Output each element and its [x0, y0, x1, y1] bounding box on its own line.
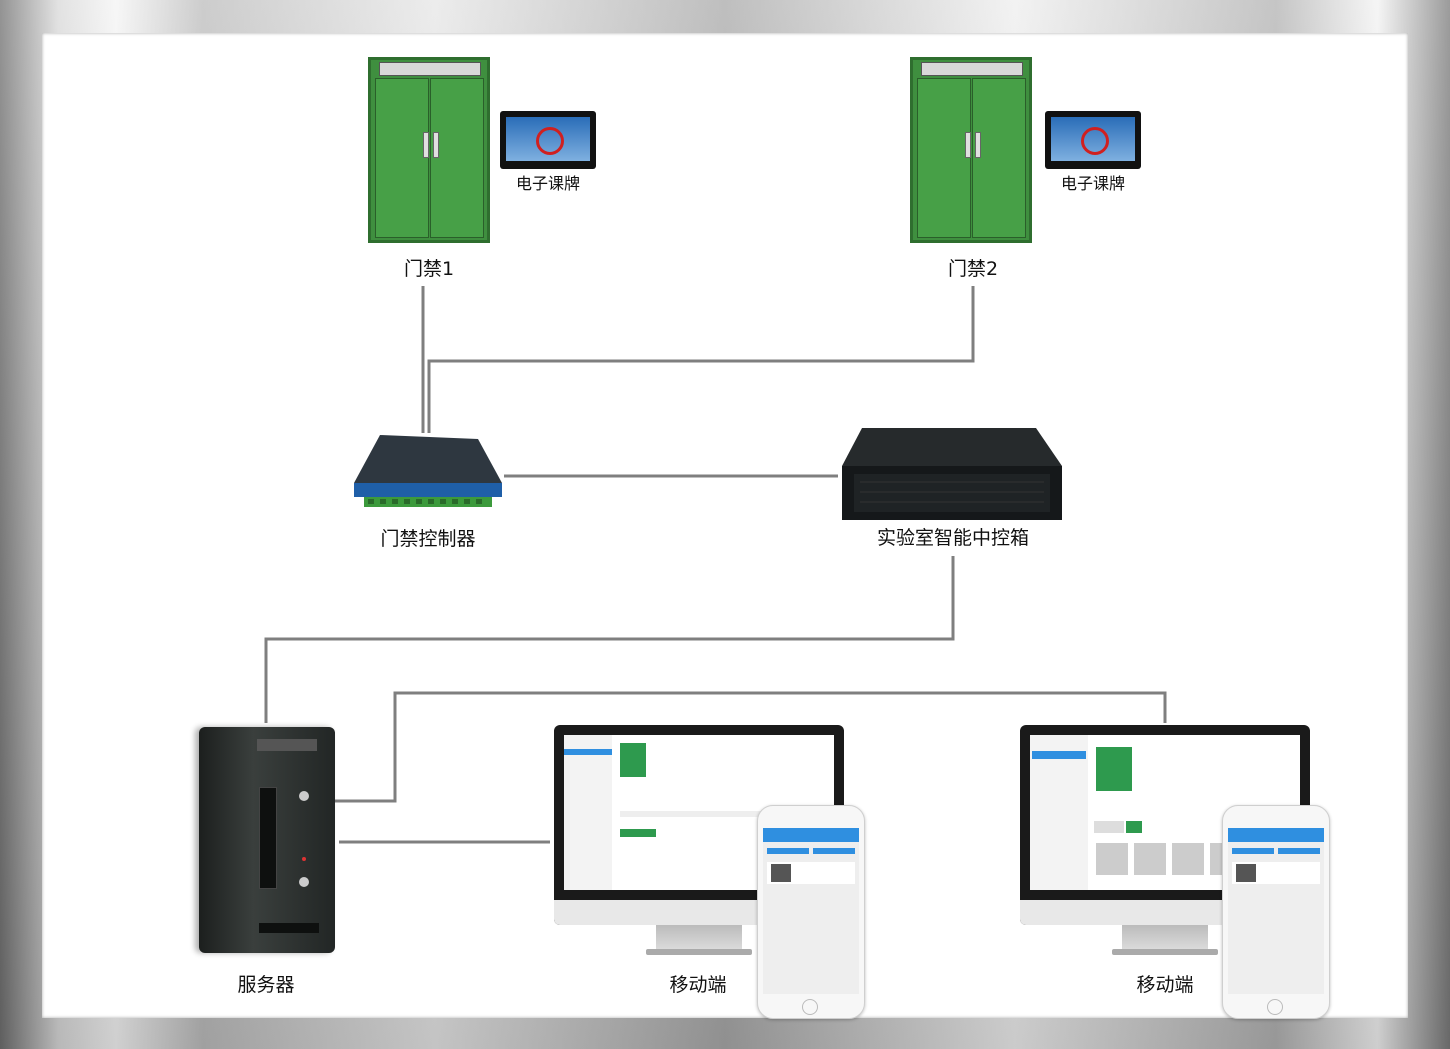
connection-lines — [264, 286, 1167, 844]
line-hub-server — [264, 556, 955, 723]
phone-2-screen — [1228, 828, 1324, 994]
eboard-2 — [1045, 111, 1141, 169]
door-leaf-right — [972, 78, 1026, 238]
smart-control-box — [842, 428, 1062, 520]
eboard-1-label: 电子课牌 — [515, 174, 581, 193]
phone-2 — [1222, 805, 1330, 1019]
home-button — [1267, 999, 1283, 1015]
door-closer — [921, 62, 1023, 76]
door-closer — [379, 62, 481, 76]
eboard-screen — [1051, 117, 1135, 161]
eboard-screen — [506, 117, 590, 161]
server — [199, 727, 335, 953]
server-label: 服务器 — [237, 974, 295, 996]
line-door2-controller — [427, 286, 975, 433]
door-handle — [975, 132, 981, 158]
access-controller — [354, 435, 502, 507]
eboard-2-label: 电子课牌 — [1060, 174, 1126, 193]
phone-1 — [757, 805, 865, 1019]
controller-label: 门禁控制器 — [380, 528, 476, 550]
door-leaf-left — [375, 78, 429, 238]
door-leaf-left — [917, 78, 971, 238]
door-handle — [965, 132, 971, 158]
eboard-1 — [500, 111, 596, 169]
door-2-label: 门禁2 — [947, 258, 999, 280]
phone-1-screen — [763, 828, 859, 994]
door-1-label: 门禁1 — [403, 258, 455, 280]
home-button — [802, 999, 818, 1015]
door-1 — [368, 57, 490, 243]
diagram-canvas: 电子课牌 门禁1 电子课牌 门禁2 门禁控制器 实验室智能中控箱 服务器 — [42, 33, 1408, 1019]
door-handle — [433, 132, 439, 158]
line-server-monitor2 — [329, 691, 1167, 803]
smart-control-box-label: 实验室智能中控箱 — [876, 527, 1030, 549]
mobile-1-label: 移动端 — [669, 974, 727, 996]
mobile-2-label: 移动端 — [1136, 974, 1194, 996]
door-handle — [423, 132, 429, 158]
door-leaf-right — [430, 78, 484, 238]
door-2 — [910, 57, 1032, 243]
